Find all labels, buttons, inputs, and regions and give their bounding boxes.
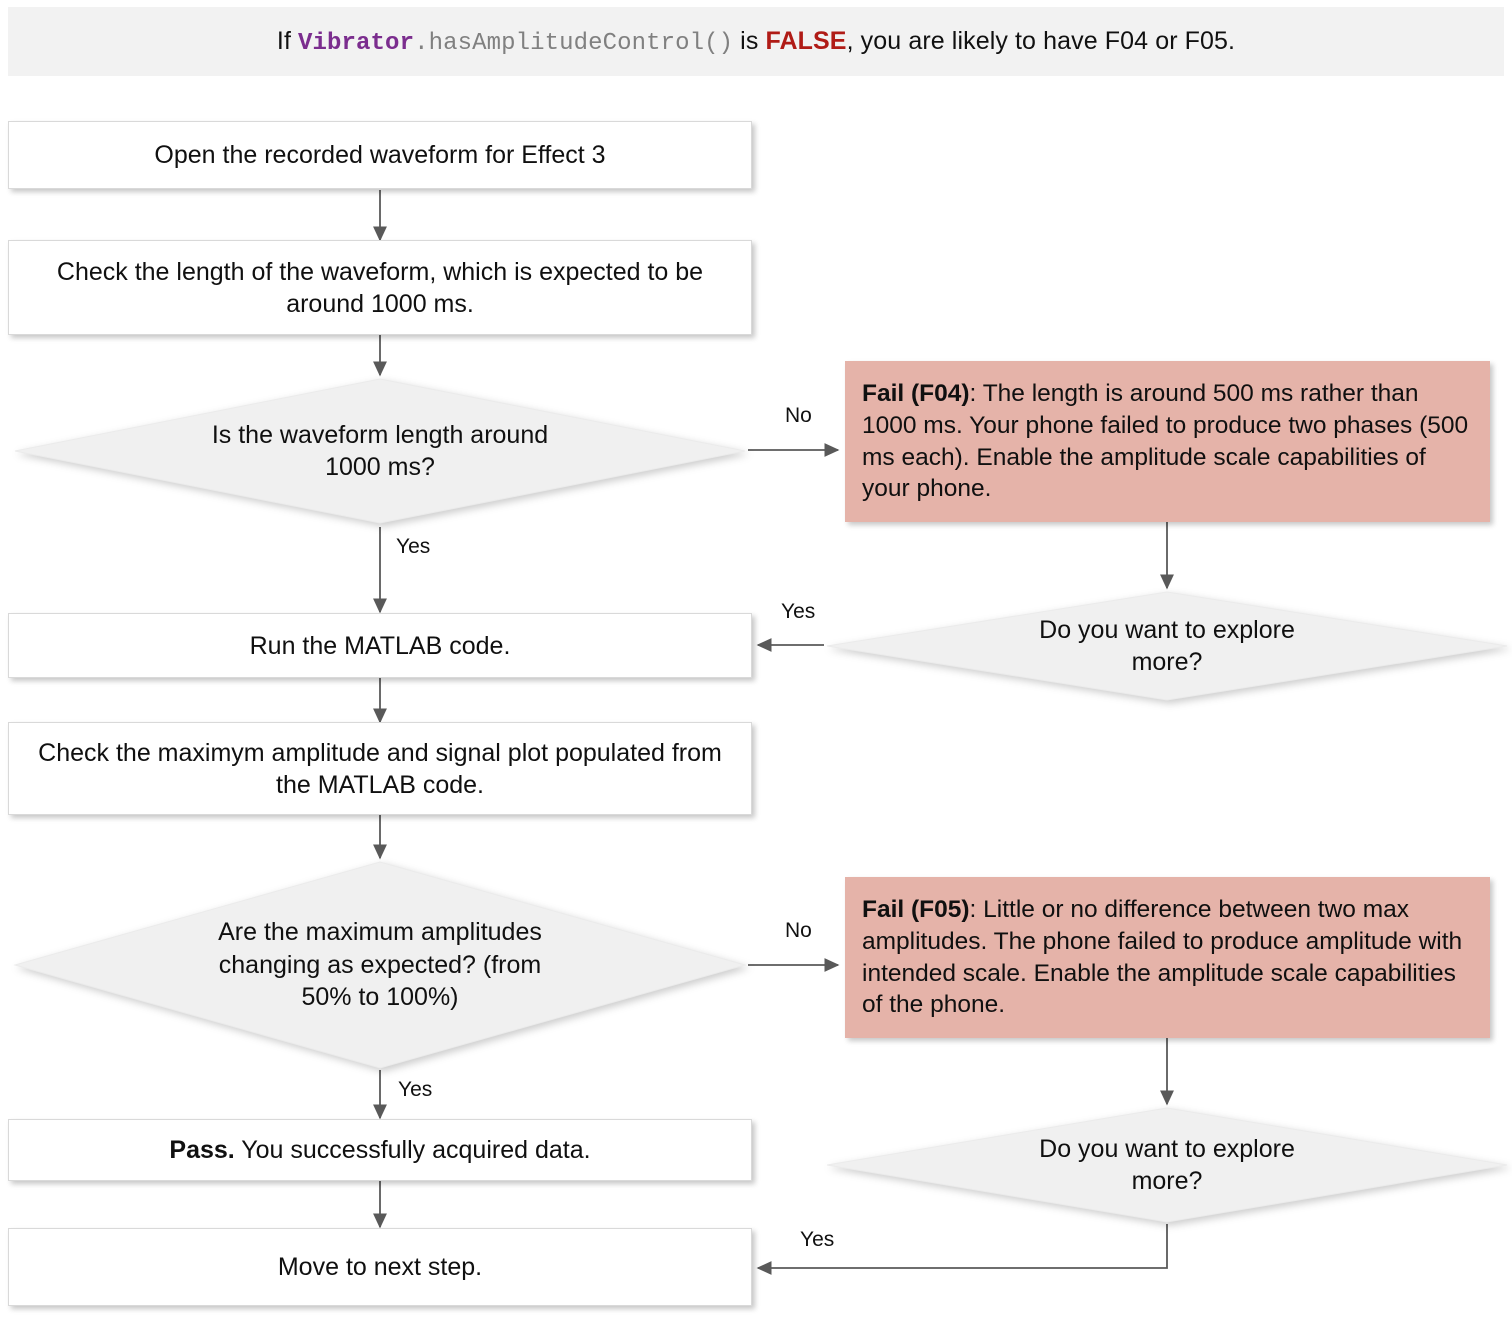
node-fail-f04-separator: : bbox=[969, 379, 983, 407]
header-suffix: , you are likely to have F04 or F05. bbox=[846, 26, 1236, 55]
node-run-matlab-label: Run the MATLAB code. bbox=[249, 631, 511, 660]
edge-label-explore2-yes: Yes bbox=[800, 1228, 835, 1251]
node-explore-more-2[interactable]: Do you want to explore more? bbox=[824, 1105, 1510, 1225]
edge-label-length-no: No bbox=[785, 404, 812, 427]
node-fail-f05[interactable]: Fail (F05): Little or no difference betw… bbox=[845, 877, 1490, 1038]
edge-label-amplitudes-no: No bbox=[785, 919, 812, 942]
edge-label-explore1-yes: Yes bbox=[781, 600, 816, 623]
node-fail-f04[interactable]: Fail (F04): The length is around 500 ms … bbox=[845, 361, 1490, 522]
header-code-class: Vibrator bbox=[298, 29, 415, 57]
node-decision-amplitudes[interactable]: Are the maximum amplitudes changing as e… bbox=[12, 859, 748, 1071]
node-pass-label: Pass. bbox=[169, 1136, 235, 1164]
node-open-waveform-label: Open the recorded waveform for Effect 3 bbox=[154, 141, 606, 169]
node-decision-length[interactable]: Is the waveform length around 1000 ms? bbox=[12, 376, 748, 526]
node-pass-text: You successfully acquired data. bbox=[234, 1136, 591, 1164]
node-check-length-label: Check the length of the waveform, which … bbox=[56, 257, 704, 318]
node-pass[interactable]: Pass. You successfully acquired data. bbox=[8, 1119, 752, 1181]
node-fail-f05-separator: : bbox=[969, 895, 984, 923]
decision-amplitudes-shape bbox=[13, 861, 747, 1069]
node-explore-more-1[interactable]: Do you want to explore more? bbox=[824, 589, 1510, 703]
edge-label-length-yes: Yes bbox=[396, 535, 431, 558]
node-check-length[interactable]: Check the length of the waveform, which … bbox=[8, 240, 752, 335]
node-fail-f04-label: Fail (F04) bbox=[862, 379, 970, 407]
node-run-matlab[interactable]: Run the MATLAB code. bbox=[8, 613, 752, 678]
node-check-amplitude[interactable]: Check the maximym amplitude and signal p… bbox=[8, 722, 752, 815]
header-banner: If Vibrator.hasAmplitudeControl() is FAL… bbox=[8, 7, 1504, 76]
node-open-waveform[interactable]: Open the recorded waveform for Effect 3 bbox=[8, 121, 752, 189]
header-text: If Vibrator.hasAmplitudeControl() is FAL… bbox=[277, 27, 1235, 57]
node-check-amplitude-label: Check the maximym amplitude and signal p… bbox=[38, 738, 722, 799]
header-prefix: If bbox=[276, 26, 299, 55]
header-middle: is bbox=[733, 26, 766, 55]
node-fail-f04-text: The length is around 500 ms rather than … bbox=[862, 379, 1469, 503]
decision-length-shape bbox=[14, 378, 746, 524]
node-move-next-label: Move to next step. bbox=[277, 1253, 483, 1281]
node-fail-f05-label: Fail (F05) bbox=[862, 895, 970, 923]
explore-more-2-shape bbox=[826, 1107, 1508, 1223]
edge-label-amplitudes-yes: Yes bbox=[398, 1078, 433, 1101]
header-keyword-false: FALSE bbox=[765, 26, 847, 55]
explore-more-1-shape bbox=[826, 591, 1508, 701]
node-fail-f05-text: Little or no difference between two max … bbox=[862, 895, 1463, 1019]
node-move-next[interactable]: Move to next step. bbox=[8, 1228, 752, 1306]
header-code-method: .hasAmplitudeControl() bbox=[414, 29, 734, 57]
